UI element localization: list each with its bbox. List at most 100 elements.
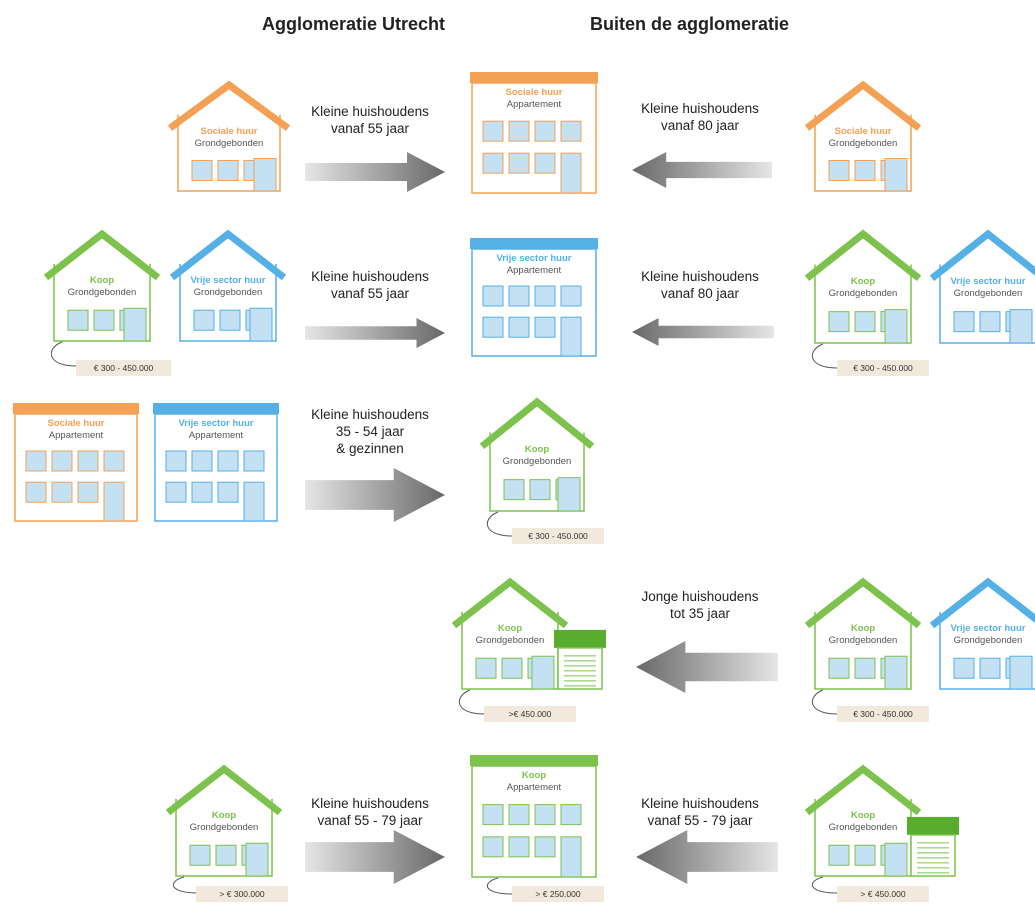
flow-arrow-right bbox=[305, 318, 445, 348]
building-shape bbox=[804, 229, 922, 344]
building-form-label: Appartement bbox=[506, 782, 562, 793]
flow-arrow-right bbox=[305, 152, 445, 192]
building-type-label: Koop bbox=[850, 623, 876, 635]
building-form-label: Grondgebonden bbox=[828, 822, 898, 834]
flow-arrow-left bbox=[636, 830, 778, 884]
building-form-label: Appartement bbox=[188, 430, 244, 441]
price-tag: > € 450.000 bbox=[837, 886, 929, 902]
heading-buiten-de-agglomeratie: Buiten de agglomeratie bbox=[590, 14, 790, 34]
building-form-label: Grondgebonden bbox=[194, 137, 264, 149]
building-shape bbox=[169, 229, 287, 342]
building-shape bbox=[470, 755, 598, 878]
building-form-label: Grondgebonden bbox=[828, 288, 898, 299]
building-type-label: Koop bbox=[850, 276, 876, 287]
building-shape bbox=[804, 577, 922, 690]
flow-arrow-left bbox=[632, 318, 774, 346]
building-form-label: Appartement bbox=[48, 430, 104, 441]
building-form-label: Grondgebonden bbox=[67, 287, 137, 299]
building-form-label: Grondgebonden bbox=[189, 822, 259, 834]
building-shape bbox=[804, 764, 959, 877]
tag-cord bbox=[486, 511, 513, 537]
building-form-label: Grondgebonden bbox=[193, 287, 263, 299]
building-form-label: Grondgebonden bbox=[475, 635, 545, 647]
price-tag: > € 300.000 bbox=[196, 886, 288, 902]
building-shape bbox=[165, 764, 283, 877]
building-type-label: Sociale huur bbox=[505, 87, 563, 98]
building-form-label: Appartement bbox=[506, 265, 562, 276]
heading-agglomeratie-utrecht: Agglomeratie Utrecht bbox=[262, 14, 446, 34]
building-shape bbox=[153, 403, 279, 522]
building-type-label: Koop bbox=[89, 275, 115, 287]
tag-cord bbox=[811, 876, 838, 894]
building-type-label: Koop bbox=[850, 810, 876, 822]
building-type-label: Vrije sector huur bbox=[190, 275, 266, 287]
building-shape bbox=[804, 80, 922, 192]
building-form-label: Grondgebonden bbox=[953, 288, 1023, 299]
flow-arrow-right bbox=[305, 468, 445, 522]
building-form-label: Grondgebonden bbox=[502, 456, 572, 467]
building-shape bbox=[470, 238, 598, 357]
building-shape bbox=[167, 80, 291, 192]
building-type-label: Koop bbox=[521, 770, 547, 781]
building-shape bbox=[43, 229, 161, 342]
price-tag: >€ 450.000 bbox=[484, 706, 576, 722]
building-form-label: Grondgebonden bbox=[828, 635, 898, 647]
price-tag: € 300 - 450.000 bbox=[76, 360, 171, 376]
building-type-label: Vrije sector huur bbox=[950, 623, 1026, 635]
building-shape bbox=[929, 229, 1035, 344]
building-type-label: Sociale huur bbox=[47, 418, 105, 429]
building-shape bbox=[470, 72, 598, 194]
price-tag: € 300 - 450.000 bbox=[837, 706, 929, 722]
building-shape bbox=[929, 577, 1035, 690]
tag-cord bbox=[50, 341, 77, 367]
tag-cord bbox=[486, 877, 513, 895]
building-form-label: Grondgebonden bbox=[953, 635, 1023, 647]
price-tag: € 300 - 450.000 bbox=[512, 528, 604, 544]
flow-arrow-right bbox=[305, 830, 445, 884]
price-tag: > € 250.000 bbox=[512, 886, 604, 902]
building-shape bbox=[451, 577, 606, 690]
building-type-label: Sociale huur bbox=[834, 125, 892, 137]
building-type-label: Sociale huur bbox=[200, 125, 258, 137]
building-type-label: Koop bbox=[211, 810, 237, 822]
building-type-label: Vrije sector huur bbox=[950, 276, 1026, 287]
building-shape bbox=[13, 403, 139, 522]
flow-arrow-left bbox=[636, 641, 778, 693]
building-type-label: Koop bbox=[497, 623, 523, 635]
tag-cord bbox=[172, 876, 199, 894]
tag-cord bbox=[458, 689, 485, 715]
building-shape bbox=[479, 397, 595, 512]
building-type-label: Koop bbox=[524, 444, 550, 455]
building-form-label: Appartement bbox=[506, 99, 562, 110]
building-type-label: Vrije sector huur bbox=[178, 418, 254, 429]
tag-cord bbox=[811, 689, 838, 715]
tag-cord bbox=[811, 343, 838, 369]
building-type-label: Vrije sector huur bbox=[496, 253, 572, 264]
building-form-label: Grondgebonden bbox=[828, 137, 898, 149]
price-tag: € 300 - 450.000 bbox=[837, 360, 929, 376]
